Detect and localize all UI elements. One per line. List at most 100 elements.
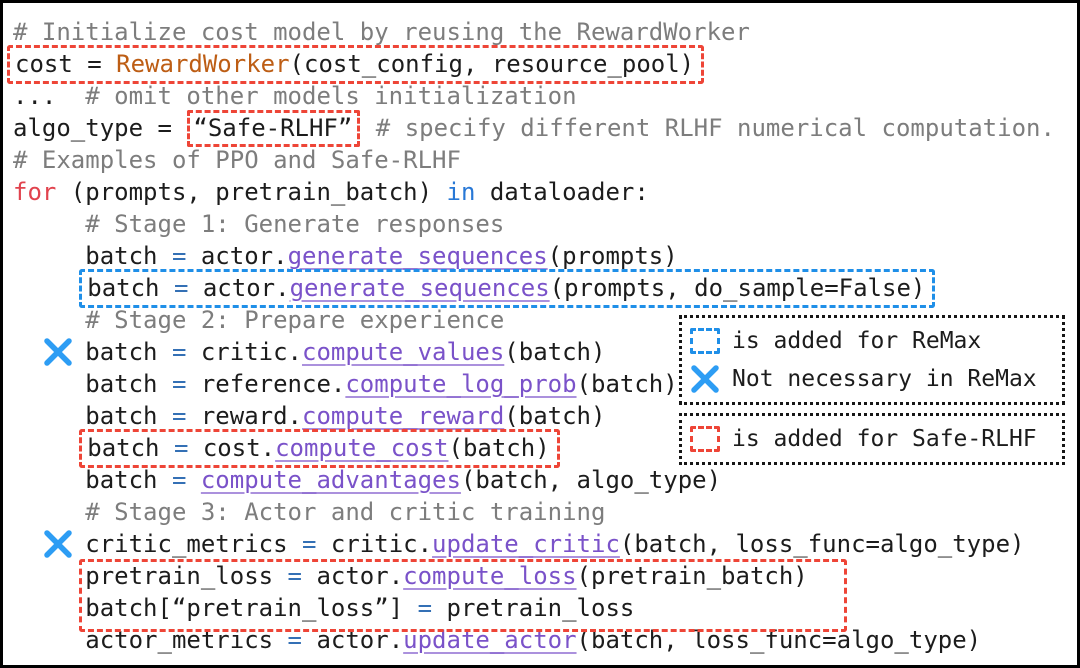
- not-necessary-x-icon: [691, 365, 719, 393]
- code-token: =: [171, 370, 187, 398]
- blue-dashed-box-icon: [690, 328, 720, 354]
- code-line: batch = actor.generate_sequences(prompts…: [13, 269, 1077, 308]
- code-line: algo_type = “Safe-RLHF” # specify differ…: [13, 110, 1077, 147]
- code-line: batch[“pretrain_loss”] = pretrain_loss: [13, 592, 1077, 624]
- code-token: RewardWorker: [116, 50, 290, 78]
- code-line: critic_metrics = critic.update_critic(ba…: [13, 528, 1077, 560]
- code-line: for (prompts, pretrain_batch) in dataloa…: [13, 176, 1077, 208]
- not-necessary-x-icon: [44, 338, 72, 366]
- code-token: generate_sequences: [289, 274, 550, 302]
- code-token: (batch, algo_type): [460, 466, 722, 494]
- code-token: in: [446, 178, 476, 206]
- code-token: =: [173, 274, 189, 302]
- indent: [13, 242, 85, 270]
- code-token: compute_advantages: [200, 466, 461, 494]
- indent: [13, 562, 85, 590]
- code-token: # Stage 2: Prepare experience: [85, 306, 505, 334]
- code-line: batch = compute_advantages(batch, algo_t…: [13, 464, 1077, 496]
- code-token: [186, 466, 200, 494]
- code-token: “Safe-RLHF”: [193, 114, 353, 142]
- code-line: batch = cost.compute_cost(batch): [13, 429, 1077, 468]
- code-token: [361, 114, 375, 142]
- code-token: # specify different RLHF numerical compu…: [375, 114, 1055, 142]
- legend-row-safe-rlhf-added: is added for Safe-RLHF: [690, 420, 1060, 458]
- code-token: =: [417, 594, 433, 622]
- indent: [13, 370, 85, 398]
- code-token: actor.: [302, 562, 404, 590]
- code-token: pretrain_loss: [432, 594, 635, 622]
- legend-label: is added for Safe-RLHF: [732, 426, 1037, 452]
- code-token: update_critic: [432, 530, 620, 558]
- code-token: (batch, loss_func=algo_type): [576, 626, 982, 654]
- legend: is added for ReMax Not necessary in ReMa…: [679, 315, 1065, 465]
- code-token: =: [171, 466, 187, 494]
- code-token: (cost_config, resource_pool): [289, 50, 695, 78]
- legend-label: Not necessary in ReMax: [732, 366, 1037, 392]
- code-line: actor_metrics = actor.update_actor(batch…: [13, 624, 1077, 656]
- code-token: actor.: [188, 274, 290, 302]
- code-token: compute_log_prob: [345, 370, 577, 398]
- legend-row-remax-added: is added for ReMax: [690, 322, 1060, 360]
- code-token: critic.: [186, 338, 302, 366]
- code-token: =: [171, 242, 187, 270]
- code-line: batch = reward.compute_reward(batch): [13, 400, 1077, 432]
- code-line: # Stage 1: Generate responses: [13, 208, 1077, 240]
- code-token: =: [173, 434, 189, 462]
- indent: [13, 274, 85, 302]
- code-line: # Initialize cost model by reusing the R…: [13, 16, 1077, 48]
- indent: [13, 626, 85, 654]
- code-token: =: [302, 530, 317, 558]
- red-dashed-box: batch = cost.compute_cost(batch): [79, 429, 560, 468]
- code-token: reference.: [186, 370, 346, 398]
- code-token: # omit other models initialization: [85, 82, 577, 110]
- code-token: actor_metrics: [85, 626, 288, 654]
- red-dashed-box: “Safe-RLHF”: [187, 110, 361, 147]
- code-line: batch = actor.generate_sequences(prompts…: [13, 240, 1077, 272]
- legend-row-remax-not-necessary: Not necessary in ReMax: [690, 360, 1060, 398]
- red-dashed-box-icon: [690, 426, 720, 452]
- code-token: actor.: [186, 242, 288, 270]
- legend-label: is added for ReMax: [732, 328, 982, 354]
- code-token: critic.: [316, 530, 433, 558]
- legend-safe-rlhf-box: is added for Safe-RLHF: [679, 413, 1065, 465]
- code-token: # Stage 1: Generate responses: [85, 210, 505, 238]
- code-line: batch = reference.compute_log_prob(batch…: [13, 368, 1077, 400]
- code-token: (pretrain_batch): [576, 562, 808, 590]
- code-token: (batch): [504, 338, 606, 366]
- code-token: batch: [85, 338, 172, 366]
- indent: [13, 306, 85, 334]
- code-token: =: [171, 402, 187, 430]
- code-line: # Examples of PPO and Safe-RLHF: [13, 144, 1077, 176]
- code-token: =: [171, 338, 187, 366]
- code-token: (prompts): [547, 242, 678, 270]
- code-token: reward.: [186, 402, 302, 430]
- indent: [13, 434, 85, 462]
- blue-dashed-box: batch = actor.generate_sequences(prompts…: [79, 269, 936, 308]
- code-token: compute_cost: [275, 434, 449, 462]
- code-token: batch[“pretrain_loss”]: [85, 594, 418, 622]
- code-token: batch: [85, 402, 172, 430]
- code-token: actor.: [302, 626, 404, 654]
- indent: [13, 594, 85, 622]
- indent: [13, 210, 85, 238]
- code-token: update_actor: [403, 626, 577, 654]
- code-token: =: [287, 626, 302, 654]
- code-token: =: [287, 562, 302, 590]
- code-token: compute_values: [302, 338, 505, 366]
- code-line: # Stage 3: Actor and critic training: [13, 496, 1077, 528]
- code-token: batch: [85, 370, 172, 398]
- code-line: ... # omit other models initialization: [13, 80, 1077, 112]
- code-token: (batch): [504, 402, 606, 430]
- legend-remax-box: is added for ReMax Not necessary in ReMa…: [679, 315, 1065, 405]
- code-token: # Initialize cost model by reusing the R…: [13, 18, 750, 46]
- code-line: pretrain_loss = actor.compute_loss(pretr…: [13, 560, 1077, 592]
- code-token: # Examples of PPO and Safe-RLHF: [13, 146, 461, 174]
- code-token: (batch): [448, 434, 550, 462]
- code-token: batch: [87, 274, 174, 302]
- code-token: (batch, loss_func=algo_type): [619, 530, 1025, 558]
- code-token: batch: [87, 434, 174, 462]
- code-token: batch: [85, 242, 172, 270]
- code-line: # Stage 2: Prepare experience: [13, 304, 1077, 336]
- code-token: (batch): [576, 370, 678, 398]
